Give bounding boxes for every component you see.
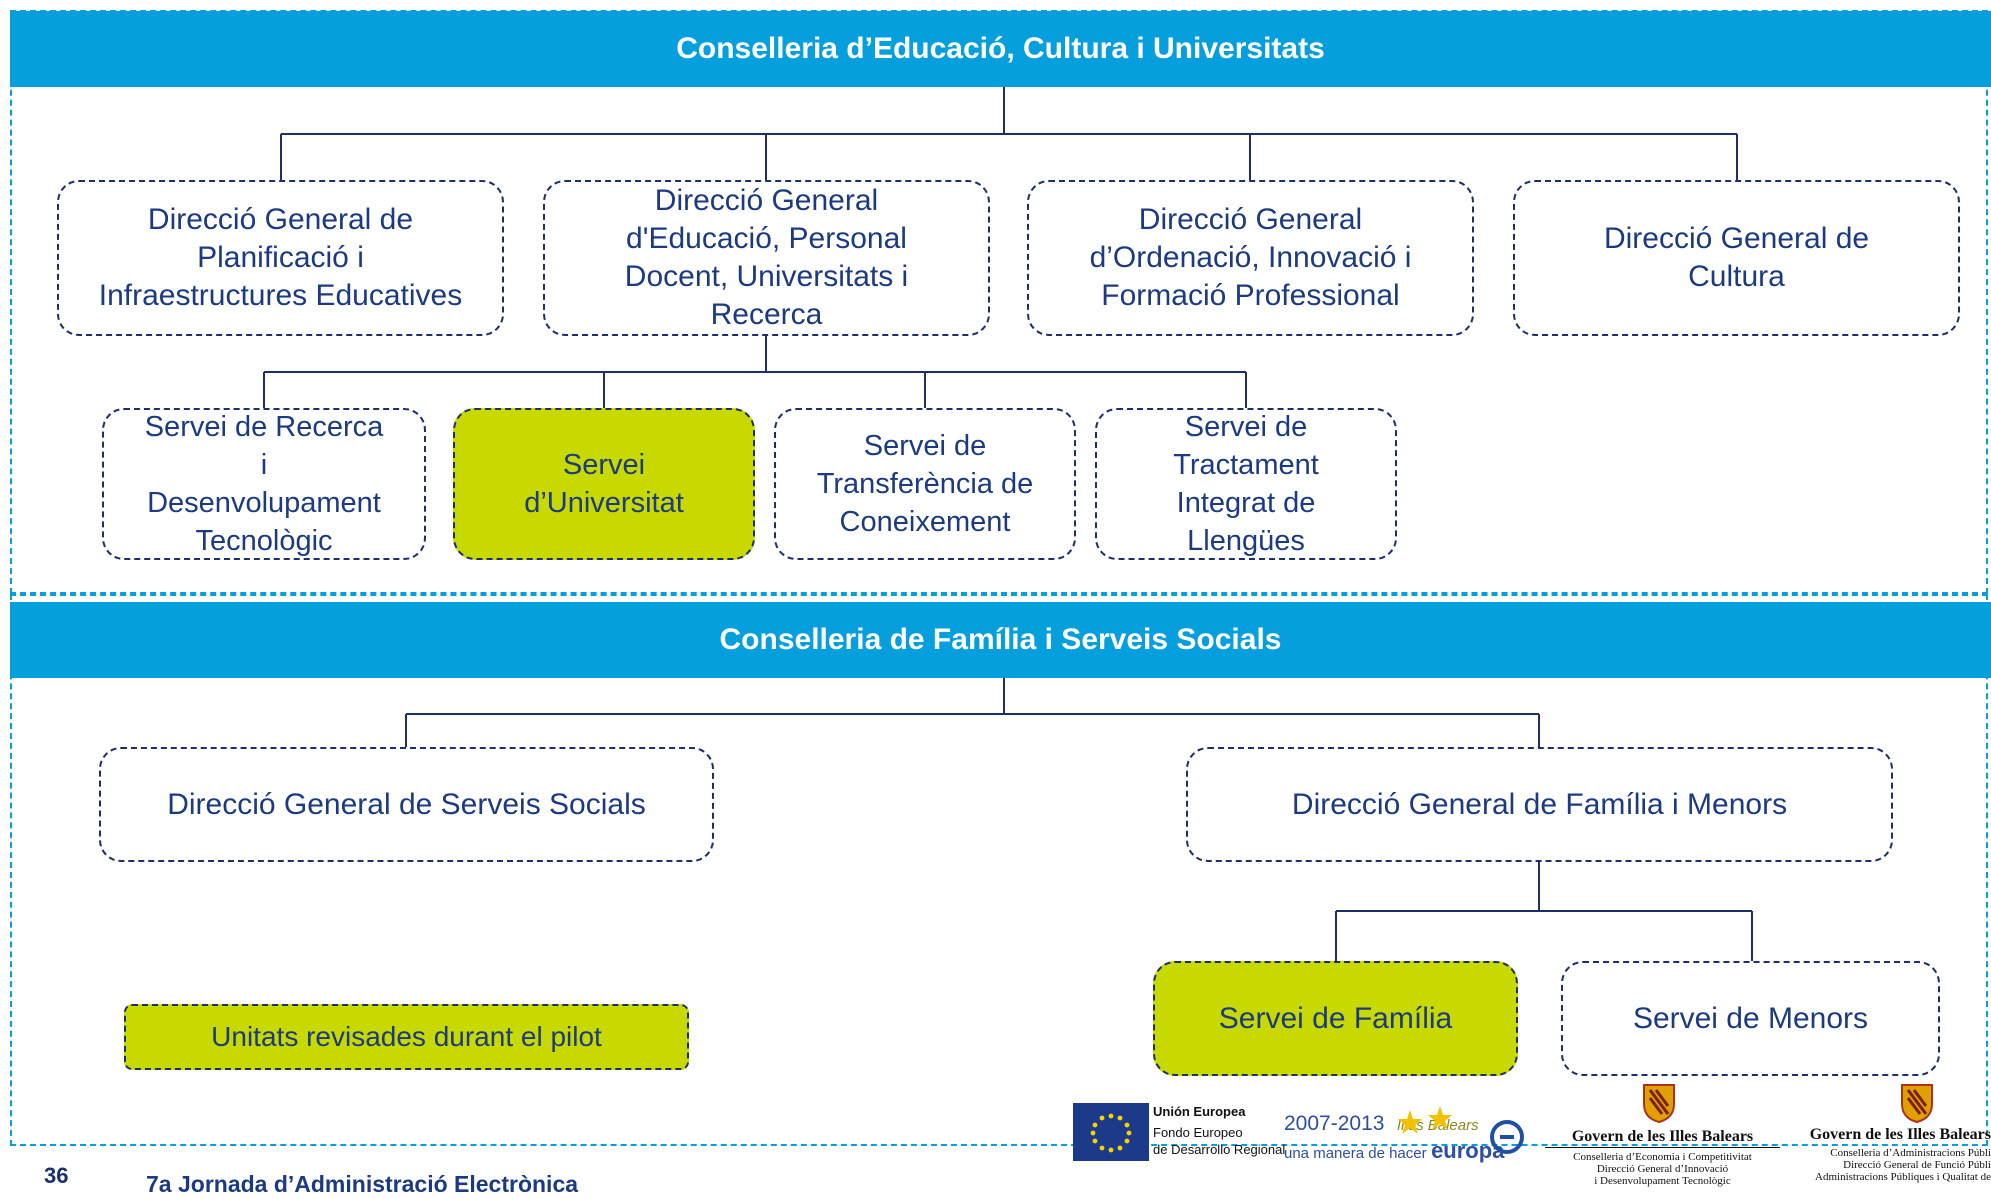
service-menors-line1: Servei de Menors bbox=[1632, 1001, 1869, 1035]
service-llengues: Servei de Tractament Integrat de Llengüe… bbox=[1095, 408, 1397, 560]
service-recerca-line3: Desenvolupament bbox=[147, 487, 381, 519]
directorate-ordenacio-line2: d’Ordenació, Innovació i bbox=[1089, 241, 1412, 274]
directorate-serveis-socials-line1: Direcció General de Serveis Socials bbox=[167, 787, 646, 821]
program-stars-icon bbox=[1398, 1106, 1452, 1134]
directorate-ordenacio-line1: Direcció General bbox=[1138, 203, 1363, 236]
service-recerca-line2: i bbox=[260, 449, 268, 481]
directorate-planificacio-line2: Planificació i bbox=[197, 241, 364, 274]
service-universitat-line2: d’Universitat bbox=[524, 487, 684, 519]
service-llengues-line3: Integrat de bbox=[1176, 487, 1316, 519]
eu-logo-text: Unión Europea Fondo Europeo de Desarroll… bbox=[1153, 1103, 1285, 1158]
govern-logo-2-line1: Conselleria d’Administracions Públi bbox=[1830, 1147, 1991, 1159]
govern-logo-2-name: Govern de les Illes Balears bbox=[1809, 1126, 1991, 1143]
govern-logo-1-line1: Conselleria d’Economia i Competitivitat bbox=[1573, 1151, 1752, 1163]
service-llengues-line4: Llengües bbox=[1187, 525, 1305, 557]
directorate-cultura-line2: Cultura bbox=[1688, 260, 1785, 293]
service-llengues-line2: Tractament bbox=[1173, 449, 1319, 481]
govern-logo-1-line2: Direcció General d’Innovació bbox=[1596, 1163, 1729, 1175]
govern-logo-1: Govern de les Illes Balears Conselleria … bbox=[1545, 1128, 1780, 1187]
directorate-familia-menors: Direcció General de Família i Menors bbox=[1186, 747, 1893, 862]
directorate-planificacio-line3: Infraestructures Educatives bbox=[98, 279, 463, 312]
directorate-educacio-line2: d'Educació, Personal bbox=[626, 222, 907, 255]
directorate-familia-menors-line1: Direcció General de Família i Menors bbox=[1291, 787, 1788, 821]
section2-title: Conselleria de Família i Serveis Socials bbox=[10, 602, 1991, 678]
service-familia-line1: Servei de Família bbox=[1218, 1001, 1453, 1035]
govern-logo-1-name: Govern de les Illes Balears bbox=[1545, 1128, 1780, 1148]
directorate-cultura-line1: Direcció General de bbox=[1603, 222, 1870, 255]
eu-logo-line1: Unión Europea bbox=[1153, 1104, 1246, 1119]
program-logo-slogan: una manera de hacer bbox=[1284, 1145, 1427, 1162]
govern-logo-2-line2: Direcció General de Funció Públi bbox=[1843, 1159, 1991, 1171]
eu-logo-line2: Fondo Europeo bbox=[1153, 1125, 1243, 1140]
service-familia: Servei de Família bbox=[1153, 961, 1518, 1076]
service-transferencia-line3: Coneixement bbox=[839, 506, 1011, 538]
govern-logo-2: Govern de les Illes Balears Conselleria … bbox=[1780, 1126, 1991, 1183]
service-transferencia-line1: Servei de bbox=[863, 430, 987, 462]
directorate-educacio-line1: Direcció General bbox=[654, 184, 879, 217]
govern-logo-1-line3: i Desenvolupament Tecnològic bbox=[1594, 1175, 1731, 1187]
directorate-educacio: Direcció General d'Educació, Personal Do… bbox=[543, 180, 990, 336]
eu-stars-icon bbox=[1090, 1113, 1132, 1153]
service-universitat-line1: Servei bbox=[562, 449, 646, 481]
directorate-ordenacio-line3: Formació Professional bbox=[1101, 279, 1400, 312]
page-number: 36 bbox=[44, 1163, 69, 1188]
service-transferencia-line2: Transferència de bbox=[816, 468, 1034, 500]
govern-logo-2-line3: Administracions Públiques i Qualitat de bbox=[1815, 1171, 1991, 1183]
directorate-planificacio-line1: Direcció General de bbox=[147, 203, 414, 236]
service-universitat: Servei d’Universitat bbox=[453, 408, 755, 560]
govern-shield-icon bbox=[1643, 1084, 1675, 1124]
e-circle-logo-icon bbox=[1490, 1120, 1524, 1154]
program-logo-years: 2007-2013 bbox=[1284, 1112, 1385, 1135]
directorate-serveis-socials: Direcció General de Serveis Socials bbox=[99, 747, 714, 862]
section2-title-text: Conselleria de Família i Serveis Socials bbox=[719, 623, 1282, 656]
directorate-educacio-line3: Docent, Universitats i bbox=[624, 260, 909, 293]
legend-highlighted-units: Unitats revisades durant el pilot bbox=[124, 1004, 689, 1070]
directorate-educacio-line4: Recerca bbox=[710, 298, 823, 331]
section2-frame bbox=[10, 594, 1988, 1146]
legend-label: Unitats revisades durant el pilot bbox=[211, 1021, 602, 1052]
service-menors: Servei de Menors bbox=[1561, 961, 1940, 1076]
directorate-ordenacio: Direcció General d’Ordenació, Innovació … bbox=[1027, 180, 1474, 336]
service-llengues-line1: Servei de bbox=[1184, 411, 1308, 443]
service-transferencia: Servei de Transferència de Coneixement bbox=[774, 408, 1076, 560]
service-recerca: Servei de Recerca i Desenvolupament Tecn… bbox=[102, 408, 426, 560]
directorate-cultura: Direcció General de Cultura bbox=[1513, 180, 1960, 336]
service-recerca-line1: Servei de Recerca bbox=[144, 411, 384, 443]
eu-logo-line3: de Desarrollo Regional bbox=[1153, 1142, 1286, 1157]
directorate-planificacio: Direcció General de Planificació i Infra… bbox=[57, 180, 504, 336]
event-title: 7a Jornada d’Administració Electrònica bbox=[146, 1171, 579, 1197]
eu-flag-logo bbox=[1073, 1103, 1149, 1161]
section1-title-text: Conselleria d’Educació, Cultura i Univer… bbox=[676, 32, 1325, 65]
service-recerca-line4: Tecnològic bbox=[195, 525, 333, 557]
govern-shield-icon-2 bbox=[1901, 1084, 1933, 1124]
section1-title: Conselleria d’Educació, Cultura i Univer… bbox=[10, 11, 1991, 87]
